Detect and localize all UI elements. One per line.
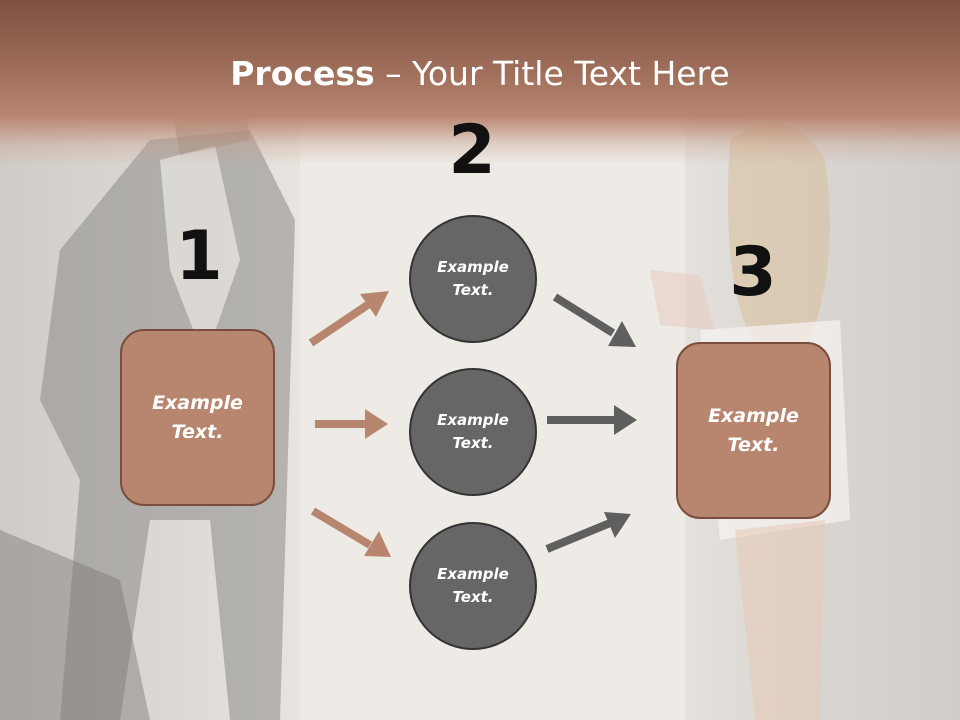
step-number-1: 1: [175, 217, 223, 296]
circle-top-label: Example Text.: [437, 258, 509, 299]
step-1-box-label: Example Text.: [152, 391, 243, 443]
step-2-circle-top[interactable]: Example Text.: [409, 215, 537, 343]
circle-bottom-label: Example Text.: [437, 565, 509, 606]
arrow-left-to-middle: [315, 409, 388, 439]
step-number-3: 3: [729, 233, 777, 312]
step-number-2: 2: [448, 111, 496, 190]
page-title: Process – Your Title Text Here: [0, 52, 960, 96]
step-2-circle-middle[interactable]: Example Text.: [409, 368, 537, 496]
title-bold: Process: [230, 54, 375, 93]
arrow-left-to-top: [308, 291, 389, 347]
title-rest: – Your Title Text Here: [374, 54, 730, 93]
step-1-box[interactable]: Example Text.: [120, 329, 275, 506]
circle-middle-label: Example Text.: [437, 411, 509, 452]
step-2-circle-bottom[interactable]: Example Text.: [409, 522, 537, 650]
arrow-bottom-to-right: [545, 512, 631, 553]
title-bar: [0, 0, 960, 165]
arrow-left-to-bottom: [310, 507, 391, 557]
step-3-box[interactable]: Example Text.: [676, 342, 831, 519]
step-3-box-label: Example Text.: [708, 404, 799, 456]
arrow-middle-to-right: [547, 405, 637, 435]
arrow-top-to-right: [552, 293, 636, 347]
